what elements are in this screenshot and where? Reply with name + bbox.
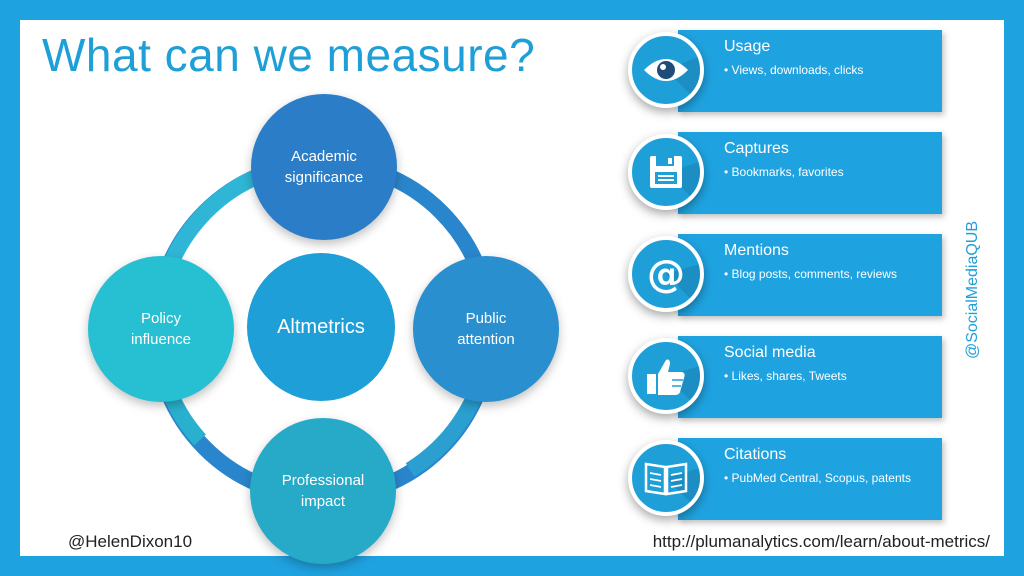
handle-text-helendixon: @HelenDixon10 bbox=[68, 532, 193, 551]
node-policy-influence: Policy influence bbox=[88, 256, 234, 402]
category-card-mentions: Mentions Blog posts, comments, reviews bbox=[678, 234, 942, 316]
card-title: Social media bbox=[724, 344, 816, 361]
vertical-handle-label: @SocialMediaQUB bbox=[960, 212, 986, 368]
center-node-altmetrics: Altmetrics bbox=[247, 253, 395, 401]
card-bullet: PubMed Central, Scopus, patents bbox=[724, 470, 934, 487]
node-public-attention: Public attention bbox=[413, 256, 559, 402]
eye-icon bbox=[628, 32, 704, 108]
svg-text:@: @ bbox=[647, 252, 685, 296]
floppy-disk-icon bbox=[628, 134, 704, 210]
source-url-link[interactable]: http://plumanalytics.com/learn/about-met… bbox=[652, 532, 990, 551]
node-professional-impact: Professional impact bbox=[250, 418, 396, 564]
card-title: Captures bbox=[724, 140, 789, 157]
at-sign-icon: @ bbox=[628, 236, 704, 312]
card-title: Usage bbox=[724, 38, 771, 55]
handle-text-socialmediaqub: @SocialMediaQUB bbox=[964, 220, 982, 360]
category-card-usage: Usage Views, downloads, clicks bbox=[678, 30, 942, 112]
category-card-captures: Captures Bookmarks, favorites bbox=[678, 132, 942, 214]
category-card-citations: Citations PubMed Central, Scopus, patent… bbox=[678, 438, 942, 520]
card-bullet: Likes, shares, Tweets bbox=[724, 368, 934, 385]
card-bullet: Blog posts, comments, reviews bbox=[724, 266, 934, 283]
card-bullet: Views, downloads, clicks bbox=[724, 62, 934, 79]
card-bullet: Bookmarks, favorites bbox=[724, 164, 934, 181]
thumbs-up-icon bbox=[628, 338, 704, 414]
card-title: Mentions bbox=[724, 242, 789, 259]
page-title: What can we measure? bbox=[42, 29, 536, 81]
open-book-icon bbox=[628, 440, 704, 516]
node-academic-significance: Academic significance bbox=[251, 94, 397, 240]
category-card-social-media: Social media Likes, shares, Tweets bbox=[678, 336, 942, 418]
card-title: Citations bbox=[724, 446, 787, 463]
